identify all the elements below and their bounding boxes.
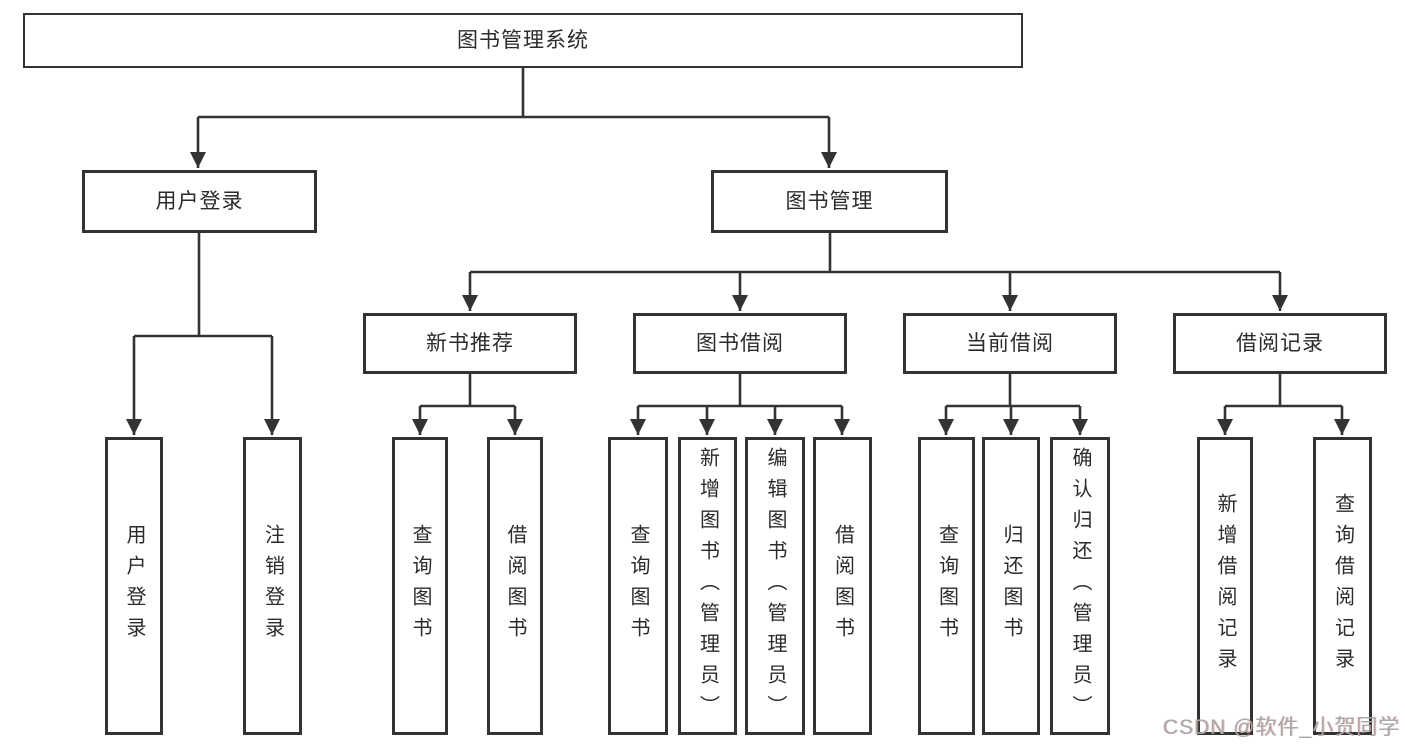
node-label: 借阅图书 [831, 524, 854, 648]
leaf-user-login: 用户登录 [105, 437, 163, 735]
node-label: 注销登录 [261, 524, 284, 648]
node-label: 用户登录 [123, 524, 145, 648]
node-label: 用户登录 [155, 190, 244, 213]
leaf-query-borrow-record: 查询借阅记录 [1313, 437, 1372, 735]
node-user-login-group: 用户登录 [82, 170, 317, 233]
node-label: 图书借阅 [696, 332, 784, 355]
node-label: 编辑图书（管理员） [764, 446, 786, 726]
node-label: 查询图书 [627, 524, 649, 648]
node-label: 确认归还（管理员） [1069, 446, 1091, 726]
leaf-query-books-borrow: 查询图书 [608, 437, 668, 735]
csdn-watermark: CSDN @软件_小贺同学 [1162, 716, 1400, 739]
node-book-management: 图书管理 [711, 170, 948, 233]
node-book-borrowing: 图书借阅 [633, 313, 847, 374]
node-new-book-recommend: 新书推荐 [363, 313, 577, 374]
node-label: 新增借阅记录 [1214, 493, 1236, 679]
wire-records-to-leaves [1217, 374, 1350, 435]
node-label: 归还图书 [1000, 524, 1022, 648]
leaf-confirm-return-admin: 确认归还（管理员） [1050, 437, 1110, 735]
leaf-return-books: 归还图书 [982, 437, 1040, 735]
leaf-borrow-books: 借阅图书 [813, 437, 872, 735]
node-current-borrowing: 当前借阅 [903, 313, 1117, 374]
wire-root-to-level2 [190, 68, 837, 168]
wire-login-to-leaves [126, 233, 280, 435]
node-library-system: 图书管理系统 [23, 13, 1023, 68]
node-label: 图书管理系统 [457, 29, 589, 52]
node-label: 借阅记录 [1236, 332, 1324, 355]
leaf-query-books-current: 查询图书 [918, 437, 975, 735]
node-label: 当前借阅 [966, 332, 1054, 355]
leaf-borrow-books-recommend: 借阅图书 [487, 437, 543, 735]
leaf-logout: 注销登录 [243, 437, 302, 735]
leaf-add-borrow-record: 新增借阅记录 [1197, 437, 1253, 735]
node-label: 查询借阅记录 [1331, 493, 1354, 679]
node-label: 查询图书 [409, 524, 431, 648]
node-label: 图书管理 [785, 190, 874, 213]
node-label: 新增图书（管理员） [696, 446, 719, 726]
node-label: 查询图书 [935, 524, 958, 648]
node-label: 借阅图书 [504, 524, 526, 648]
wire-current-to-leaves [938, 374, 1088, 435]
node-label: 新书推荐 [426, 332, 514, 355]
leaf-edit-books-admin: 编辑图书（管理员） [745, 437, 805, 735]
wire-borrow-to-leaves [630, 374, 850, 435]
wire-newbook-to-leaves [412, 374, 523, 435]
leaf-query-books-recommend: 查询图书 [392, 437, 448, 735]
wire-mgmt-to-level3 [462, 233, 1288, 311]
leaf-add-books-admin: 新增图书（管理员） [678, 437, 737, 735]
node-borrowing-records: 借阅记录 [1173, 313, 1387, 374]
